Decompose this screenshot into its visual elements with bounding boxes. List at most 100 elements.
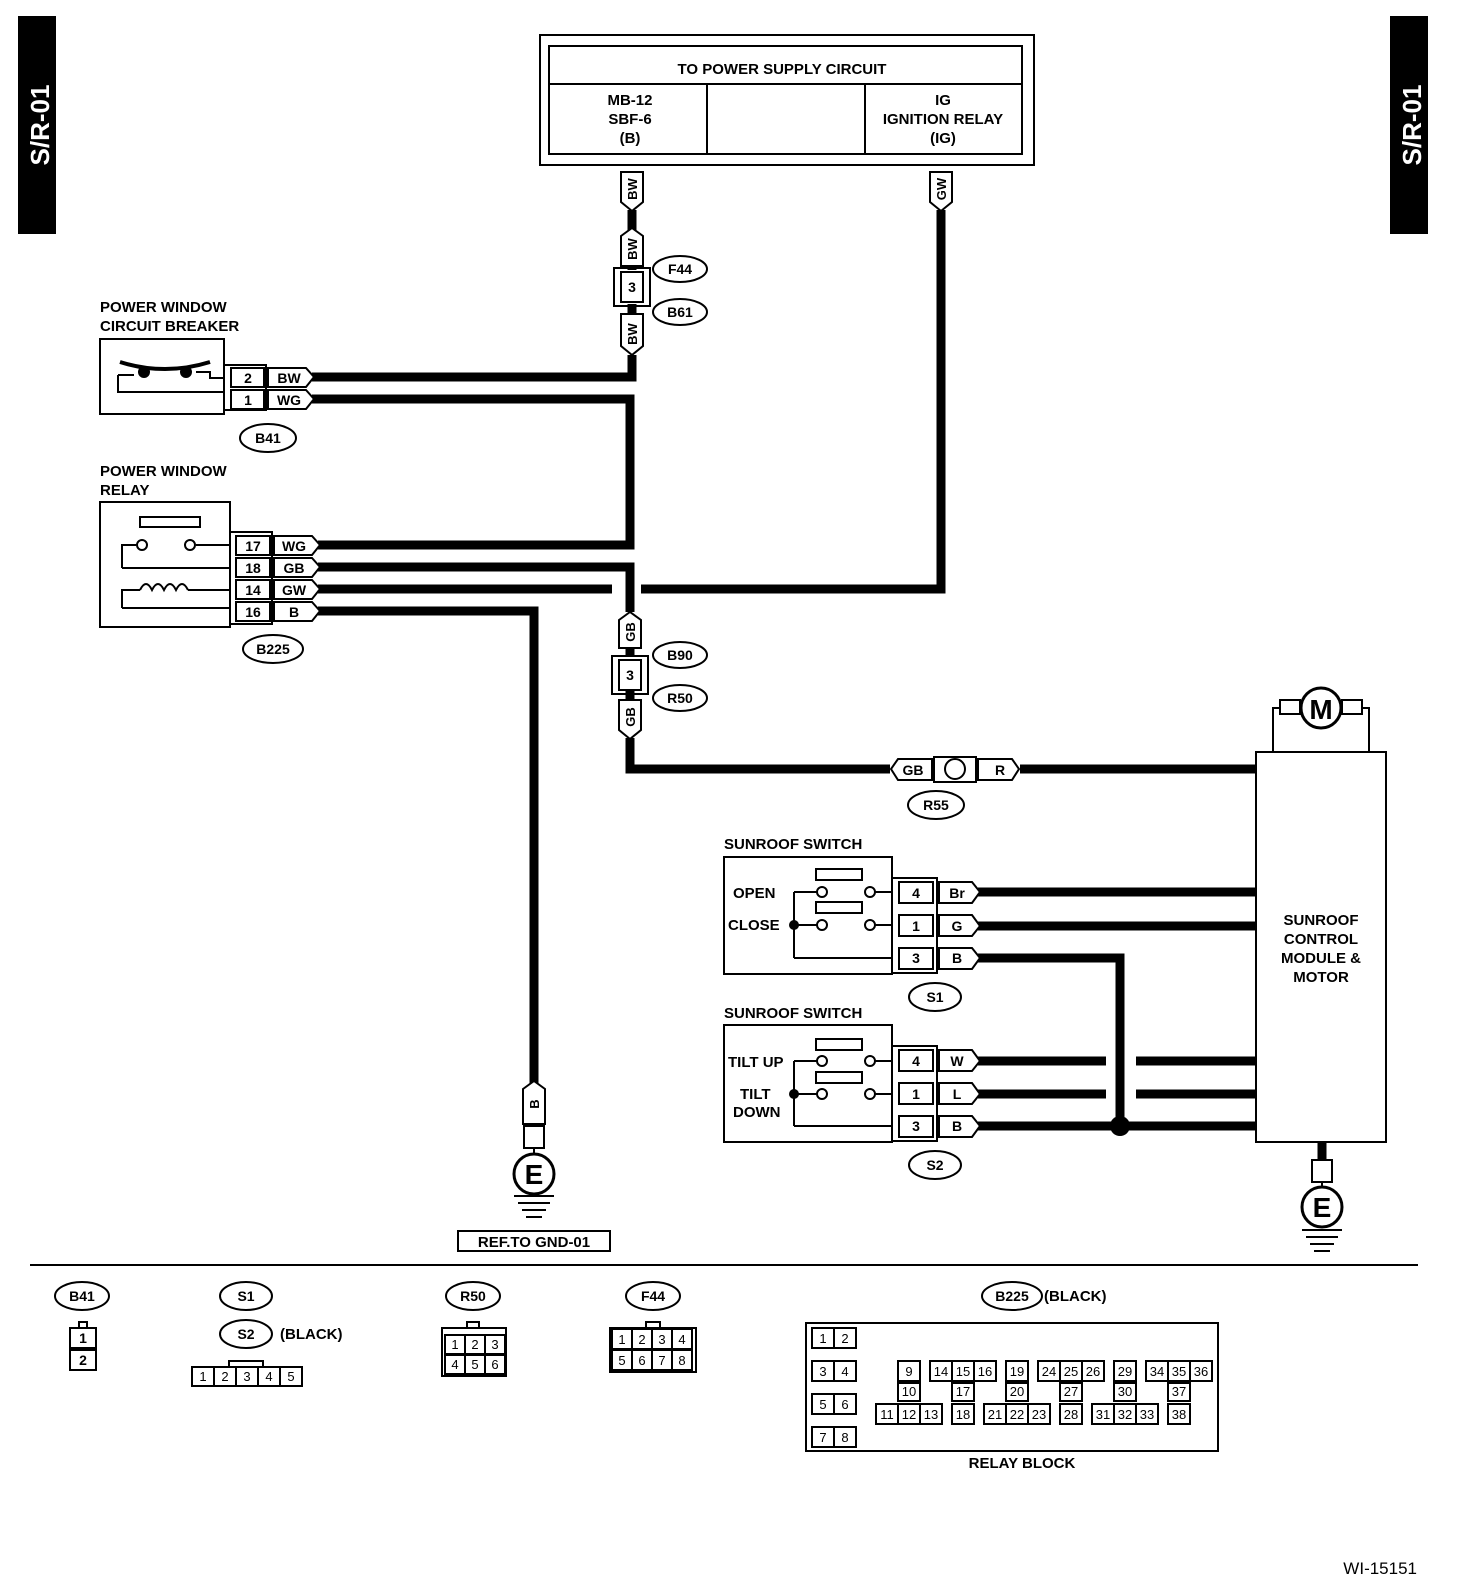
- pin-cell: 4: [671, 1328, 693, 1350]
- svg-text:29: 29: [1118, 1364, 1132, 1379]
- module-label-2: CONTROL: [1284, 931, 1358, 948]
- svg-text:5: 5: [471, 1357, 478, 1372]
- svg-text:37: 37: [1172, 1384, 1186, 1399]
- pin-cell: 5: [611, 1349, 633, 1371]
- pin-cell: 29: [1113, 1360, 1137, 1382]
- svg-text:4: 4: [912, 1053, 920, 1069]
- svg-text:1: 1: [912, 1086, 920, 1102]
- pin-cell: 8: [833, 1426, 857, 1448]
- svg-text:B: B: [952, 950, 962, 966]
- module-label-1: SUNROOF: [1284, 912, 1359, 929]
- svg-text:7: 7: [658, 1353, 665, 1368]
- pin-cell: 32: [1113, 1403, 1137, 1425]
- svg-text:GB: GB: [284, 560, 305, 576]
- pin-cell: 1: [444, 1334, 466, 1355]
- wires: [312, 210, 1327, 1160]
- svg-text:(BLACK): (BLACK): [1044, 1288, 1106, 1305]
- section-tab-left: S/R-01: [18, 16, 56, 234]
- svg-text:R50: R50: [667, 690, 693, 706]
- inline-connector-f44-b61: 3: [613, 267, 651, 307]
- svg-text:F44: F44: [668, 261, 692, 277]
- svg-text:2: 2: [79, 1352, 87, 1368]
- splice-dot: [1110, 1116, 1130, 1136]
- section-code-right: S/R-01: [1397, 85, 1427, 166]
- svg-text:33: 33: [1140, 1407, 1154, 1422]
- legend-b41: B41 1 2: [54, 1281, 110, 1371]
- svg-text:16: 16: [978, 1364, 992, 1379]
- svg-text:8: 8: [678, 1353, 685, 1368]
- sunroof-switch-2-label: SUNROOF SWITCH: [724, 1005, 862, 1022]
- pin-cell: 6: [833, 1393, 857, 1415]
- svg-text:3: 3: [819, 1364, 826, 1379]
- connector-r50-label: R50: [652, 684, 708, 712]
- svg-text:2: 2: [221, 1369, 228, 1384]
- section-tab-right: S/R-01: [1390, 16, 1428, 234]
- pin-cell: 3: [235, 1366, 259, 1387]
- svg-text:BW: BW: [625, 322, 640, 344]
- pin-cell: 27: [1059, 1382, 1083, 1402]
- svg-text:4: 4: [841, 1364, 848, 1379]
- connector-r55: GB R R55: [889, 756, 1021, 820]
- pin-cell: 26: [1081, 1360, 1105, 1382]
- svg-text:1: 1: [618, 1332, 625, 1347]
- sunroof-switch-s1: SUNROOF SWITCH OPEN CLOSE 4 1 3 Br G B S…: [723, 836, 982, 1012]
- motor-icon: [1299, 686, 1343, 730]
- connector-f44-label: F44: [652, 255, 708, 283]
- circuit-breaker-label-2: CIRCUIT BREAKER: [100, 318, 239, 335]
- svg-text:6: 6: [491, 1357, 498, 1372]
- switch-tilt-up-label: TILT UP: [728, 1054, 784, 1071]
- gb-tag-b90: GB: [618, 610, 642, 649]
- svg-text:R50: R50: [460, 1288, 486, 1304]
- pin-cell: 10: [897, 1382, 921, 1402]
- svg-text:8: 8: [841, 1430, 848, 1445]
- svg-text:32: 32: [1118, 1407, 1132, 1422]
- svg-text:10: 10: [902, 1384, 916, 1399]
- pin-cell: 9: [897, 1360, 921, 1382]
- pin-cell: 30: [1113, 1382, 1137, 1402]
- ground-symbol-left: E: [525, 1159, 544, 1190]
- svg-text:19: 19: [1010, 1364, 1024, 1379]
- pin-cell: 1: [811, 1327, 835, 1349]
- pin-cell: 4: [257, 1366, 281, 1387]
- svg-text:22: 22: [1010, 1407, 1024, 1422]
- svg-text:B225: B225: [995, 1288, 1029, 1304]
- svg-text:6: 6: [638, 1353, 645, 1368]
- switch-tilt-down-label-2: DOWN: [733, 1104, 781, 1121]
- legend-b225: B225 (BLACK) RELAY BLOCK: [805, 1281, 1219, 1472]
- pin-cell: 3: [651, 1328, 673, 1350]
- connector-s2-label: S2: [926, 1157, 943, 1173]
- pin-cell: 25: [1059, 1360, 1083, 1382]
- svg-text:3: 3: [243, 1369, 250, 1384]
- svg-text:F44: F44: [641, 1288, 665, 1304]
- svg-text:36: 36: [1194, 1364, 1208, 1379]
- svg-text:2: 2: [244, 370, 252, 386]
- svg-text:(BLACK): (BLACK): [280, 1326, 342, 1343]
- svg-text:5: 5: [618, 1353, 625, 1368]
- svg-text:17: 17: [956, 1384, 970, 1399]
- pin-cell: 13: [919, 1403, 943, 1425]
- pin-cell: 20: [1005, 1382, 1029, 1402]
- svg-text:S2: S2: [237, 1326, 254, 1342]
- svg-text:WG: WG: [282, 538, 306, 554]
- power-window-relay: POWER WINDOW RELAY 17 18 14 16 WG GB GW …: [99, 463, 322, 664]
- module-label-4: MOTOR: [1293, 969, 1349, 986]
- power-supply-title: TO POWER SUPPLY CIRCUIT: [678, 61, 887, 78]
- svg-text:12: 12: [902, 1407, 916, 1422]
- motor-symbol: M: [1309, 694, 1332, 725]
- svg-text:3: 3: [912, 950, 920, 966]
- pin-cell: 8: [671, 1349, 693, 1371]
- svg-text:1: 1: [199, 1369, 206, 1384]
- pin-cell: 11: [875, 1403, 899, 1425]
- power-supply-right-1: IG: [935, 92, 951, 109]
- relay-label-2: RELAY: [100, 482, 149, 499]
- pin-cell: 36: [1189, 1360, 1213, 1382]
- svg-text:38: 38: [1172, 1407, 1186, 1422]
- svg-text:3: 3: [628, 279, 636, 295]
- svg-text:1: 1: [451, 1337, 458, 1352]
- svg-text:24: 24: [1042, 1364, 1056, 1379]
- pin-cell: 2: [631, 1328, 653, 1350]
- svg-text:1: 1: [819, 1331, 826, 1346]
